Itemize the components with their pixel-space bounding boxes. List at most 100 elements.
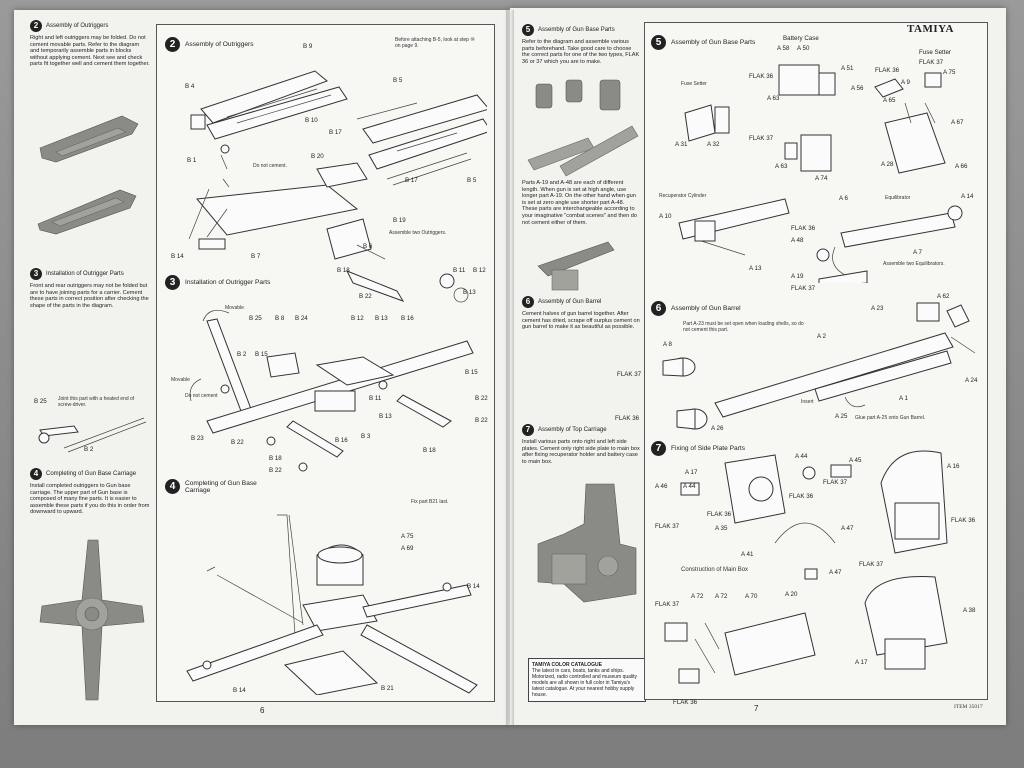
step-title: Assembly of Gun Base Parts [671,39,756,46]
part-label: A 41 [741,551,754,558]
step-text: Right and left outriggers may be folded.… [30,35,150,68]
part-label: B 14 [171,253,184,260]
step-number-badge: 6 [522,296,534,308]
part-label: A 32 [707,141,720,148]
part-label: FLAK 36 [875,67,900,74]
part-label: B 5 [467,177,477,184]
part-label: Battery Case [783,35,819,42]
part-label: FLAK 37 [749,135,774,142]
outrigger-photo [37,115,139,235]
part-label: B 22 [269,467,282,474]
part-label: FLAK 37 [859,561,884,568]
page-number-left: 6 [260,706,265,715]
part-label: A 10 [659,213,672,220]
part-label: A 17 [685,469,698,476]
part-label: A 14 [961,193,974,200]
part-label: B 15 [255,351,268,358]
catalogue-box: TAMIYA COLOR CATALOGUE The latest in car… [528,658,646,702]
part-label: A 46 [655,483,668,490]
step-title: Fixing of Side Plate Parts [671,445,746,452]
part-label: FLAK 37 [655,523,680,530]
gun-base-carriage-drawing [186,514,478,695]
part-label: B 11 [369,395,382,402]
part-label-b25: B 25 [34,398,47,405]
part-label: A 6 [839,195,848,202]
part-label: A 65 [883,97,896,104]
step-number-badge: 4 [165,479,180,494]
step-text: Install various parts onto right and lef… [522,439,640,465]
part-label: B 12 [473,267,486,274]
part-note: Equilibrator [885,195,911,201]
tamiya-logo: TAMIYA [907,23,955,35]
part-label: B 6 [363,243,373,250]
part-label: FLAK 36 [673,699,698,706]
side-plate-drawing [664,450,948,684]
step2-note: Before attaching B-5, look at step ⑩ on … [395,37,475,49]
step-text: Cement halves of gun barrel together. Af… [522,311,640,331]
part-label: A 63 [767,95,780,102]
part-label: B 9 [303,43,313,50]
part-label: B 14 [467,583,480,590]
part-label: B 17 [329,129,342,136]
book-spine-shadow [506,10,514,725]
part-label: A 28 [881,161,894,168]
part-label: A 38 [963,607,976,614]
part-label: B 21 [381,685,394,692]
part-note: Assemble two Equilibrators. [883,261,945,267]
part-label: B 22 [475,395,488,402]
part-label: A 7 [913,249,922,256]
part-label: A 44 [683,483,696,490]
step-number-badge: 3 [165,275,180,290]
part-label: FLAK 37 [791,285,816,292]
step-number-badge: 6 [651,301,666,316]
gun-barrel-drawing [662,302,976,430]
part-label: FLAK 36 [791,225,816,232]
part-label: FLAK 37 [617,371,642,378]
part-label: A 67 [951,119,964,126]
part-label: B 12 [351,315,364,322]
part-label: FLAK 36 [951,517,976,524]
step-title: Assembly of Top Carriage [538,426,607,433]
step-text: Front and rear outriggers may not be fol… [30,283,149,309]
part-note: Glue part A-25 onto Gun Barrel. [855,415,926,421]
part-label: A 24 [965,377,978,384]
step-title: Assembly of Gun Barrel [538,298,602,305]
part-label: A 69 [401,545,414,552]
part-label: A 47 [829,569,842,576]
gun-base-parts-photo [527,79,639,177]
top-carriage-photo [537,483,637,603]
part-label: B 2 [237,351,247,358]
part-label: A 25 [835,413,848,420]
part-label: A 9 [901,79,910,86]
outrigger-assembly-drawing [188,70,487,260]
part-label: A 62 [937,293,950,300]
part-label: A 45 [849,457,862,464]
step-title: Installation of Outrigger Parts [185,279,271,286]
part-label: B 16 [335,437,348,444]
part-label: A 44 [795,453,808,460]
part-label: B 25 [249,315,262,322]
part-note: Movable [225,305,244,311]
part-label: FLAK 36 [707,511,732,518]
part-label: A 1 [899,395,908,402]
part-label: A 70 [745,593,758,600]
part-note: Insert [801,399,814,405]
part-label: A 72 [715,593,728,600]
part-note: Do not cement [185,393,218,399]
step-title: Assembly of Outriggers [46,22,109,29]
joint-diagram [38,417,147,453]
part-note: Do not cement. [253,163,287,169]
part-label: A 17 [855,659,868,666]
part-label: A 16 [947,463,960,470]
part-label: FLAK 37 [655,601,680,608]
equilibrator-photo [537,241,615,291]
part-label: B 13 [375,315,388,322]
part-label: A 75 [943,69,956,76]
part-label: B 1 [187,157,197,164]
panel-step3-heading: 3 Installation of Outrigger Parts [165,275,270,290]
